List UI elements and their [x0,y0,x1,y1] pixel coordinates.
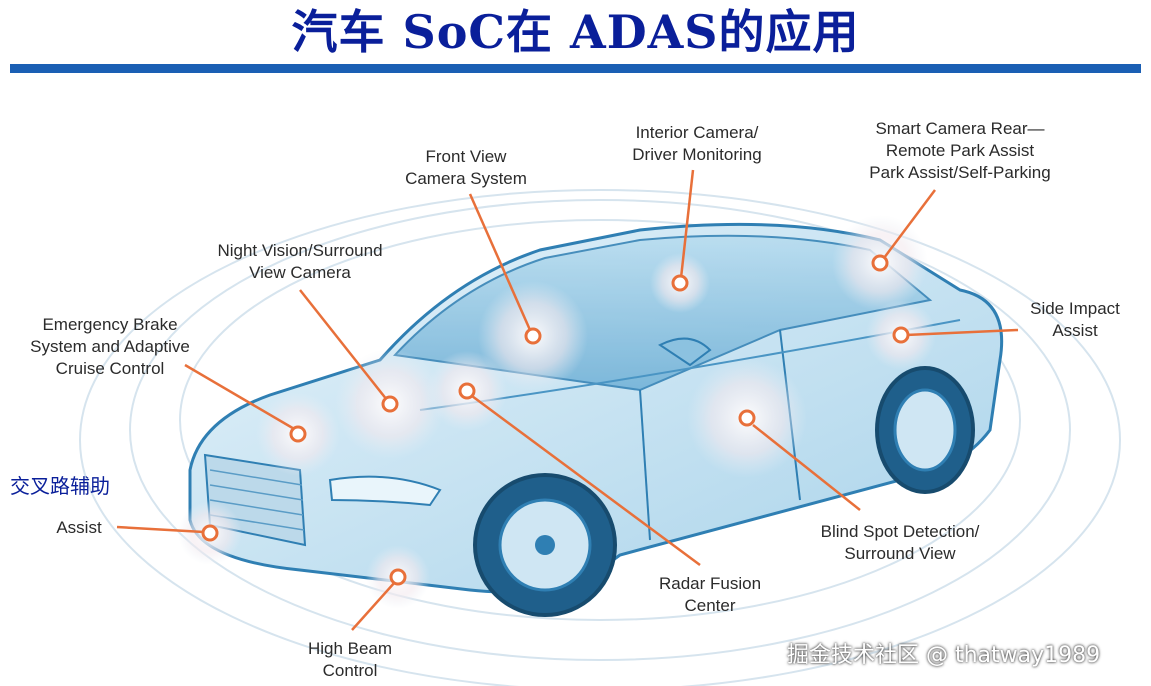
label-line: Remote Park Assist [885,141,1035,160]
leader-lines [116,169,1019,631]
label-interior-camera: Interior Camera/ Driver Monitoring [612,122,782,166]
marker-smart-camera-rear [871,254,889,272]
marker-front-view [524,327,542,345]
label-assist: Assist [40,517,118,539]
car-illustration [188,222,1004,617]
label-line: Emergency Brake [42,315,178,334]
label-night-vision: Night Vision/Surround View Camera [200,240,400,284]
label-line: System and Adaptive [30,337,190,356]
sensor-markers [201,254,910,586]
label-smart-camera-rear: Smart Camera Rear— Remote Park Assist Pa… [850,118,1070,184]
marker-night-vision [381,395,399,413]
label-line: Night Vision/Surround [217,241,383,260]
sensor-wave-arcs [79,189,1121,686]
title-underline [10,64,1141,73]
label-line: Blind Spot Detection/ [820,522,980,541]
marker-blind-spot [738,409,756,427]
page-title: 汽车 SoC在 ADAS的应用 [291,5,860,59]
marker-emergency-brake [289,425,307,443]
label-line: Park Assist/Self-Parking [869,163,1051,182]
marker-high-beam [389,568,407,586]
label-emergency-brake: Emergency Brake System and Adaptive Crui… [15,314,205,380]
label-line: View Camera [249,263,351,282]
label-line: Driver Monitoring [632,145,762,164]
marker-side-impact [892,326,910,344]
label-front-view: Front View Camera System [396,146,536,190]
label-line: Cruise Control [55,359,165,378]
label-line: Side Impact [1030,299,1120,318]
label-side-impact: Side Impact Assist [1015,298,1135,342]
marker-interior-camera [671,274,689,292]
watermark: 掘金技术社区 @ thatway1989 [787,643,1101,668]
label-radar-fusion: Radar Fusion Center [640,573,780,617]
label-line: Interior Camera/ [635,123,759,142]
label-line: Control [322,661,378,680]
label-line: Surround View [844,544,956,563]
label-line: Front View [425,147,507,166]
label-line: Assist [56,518,102,537]
label-line: Camera System [405,169,527,188]
marker-radar-fusion [458,382,476,400]
label-line: Assist [1052,321,1098,340]
label-line: Radar Fusion [658,574,762,593]
marker-assist [201,524,219,542]
label-blind-spot: Blind Spot Detection/ Surround View [800,521,1000,565]
label-high-beam: High Beam Control [290,638,410,682]
label-line: High Beam [307,639,393,658]
label-line: Center [684,596,736,615]
cross-traffic-assist-label: 交叉路辅助 [10,474,110,498]
label-line: Smart Camera Rear— [875,119,1045,138]
